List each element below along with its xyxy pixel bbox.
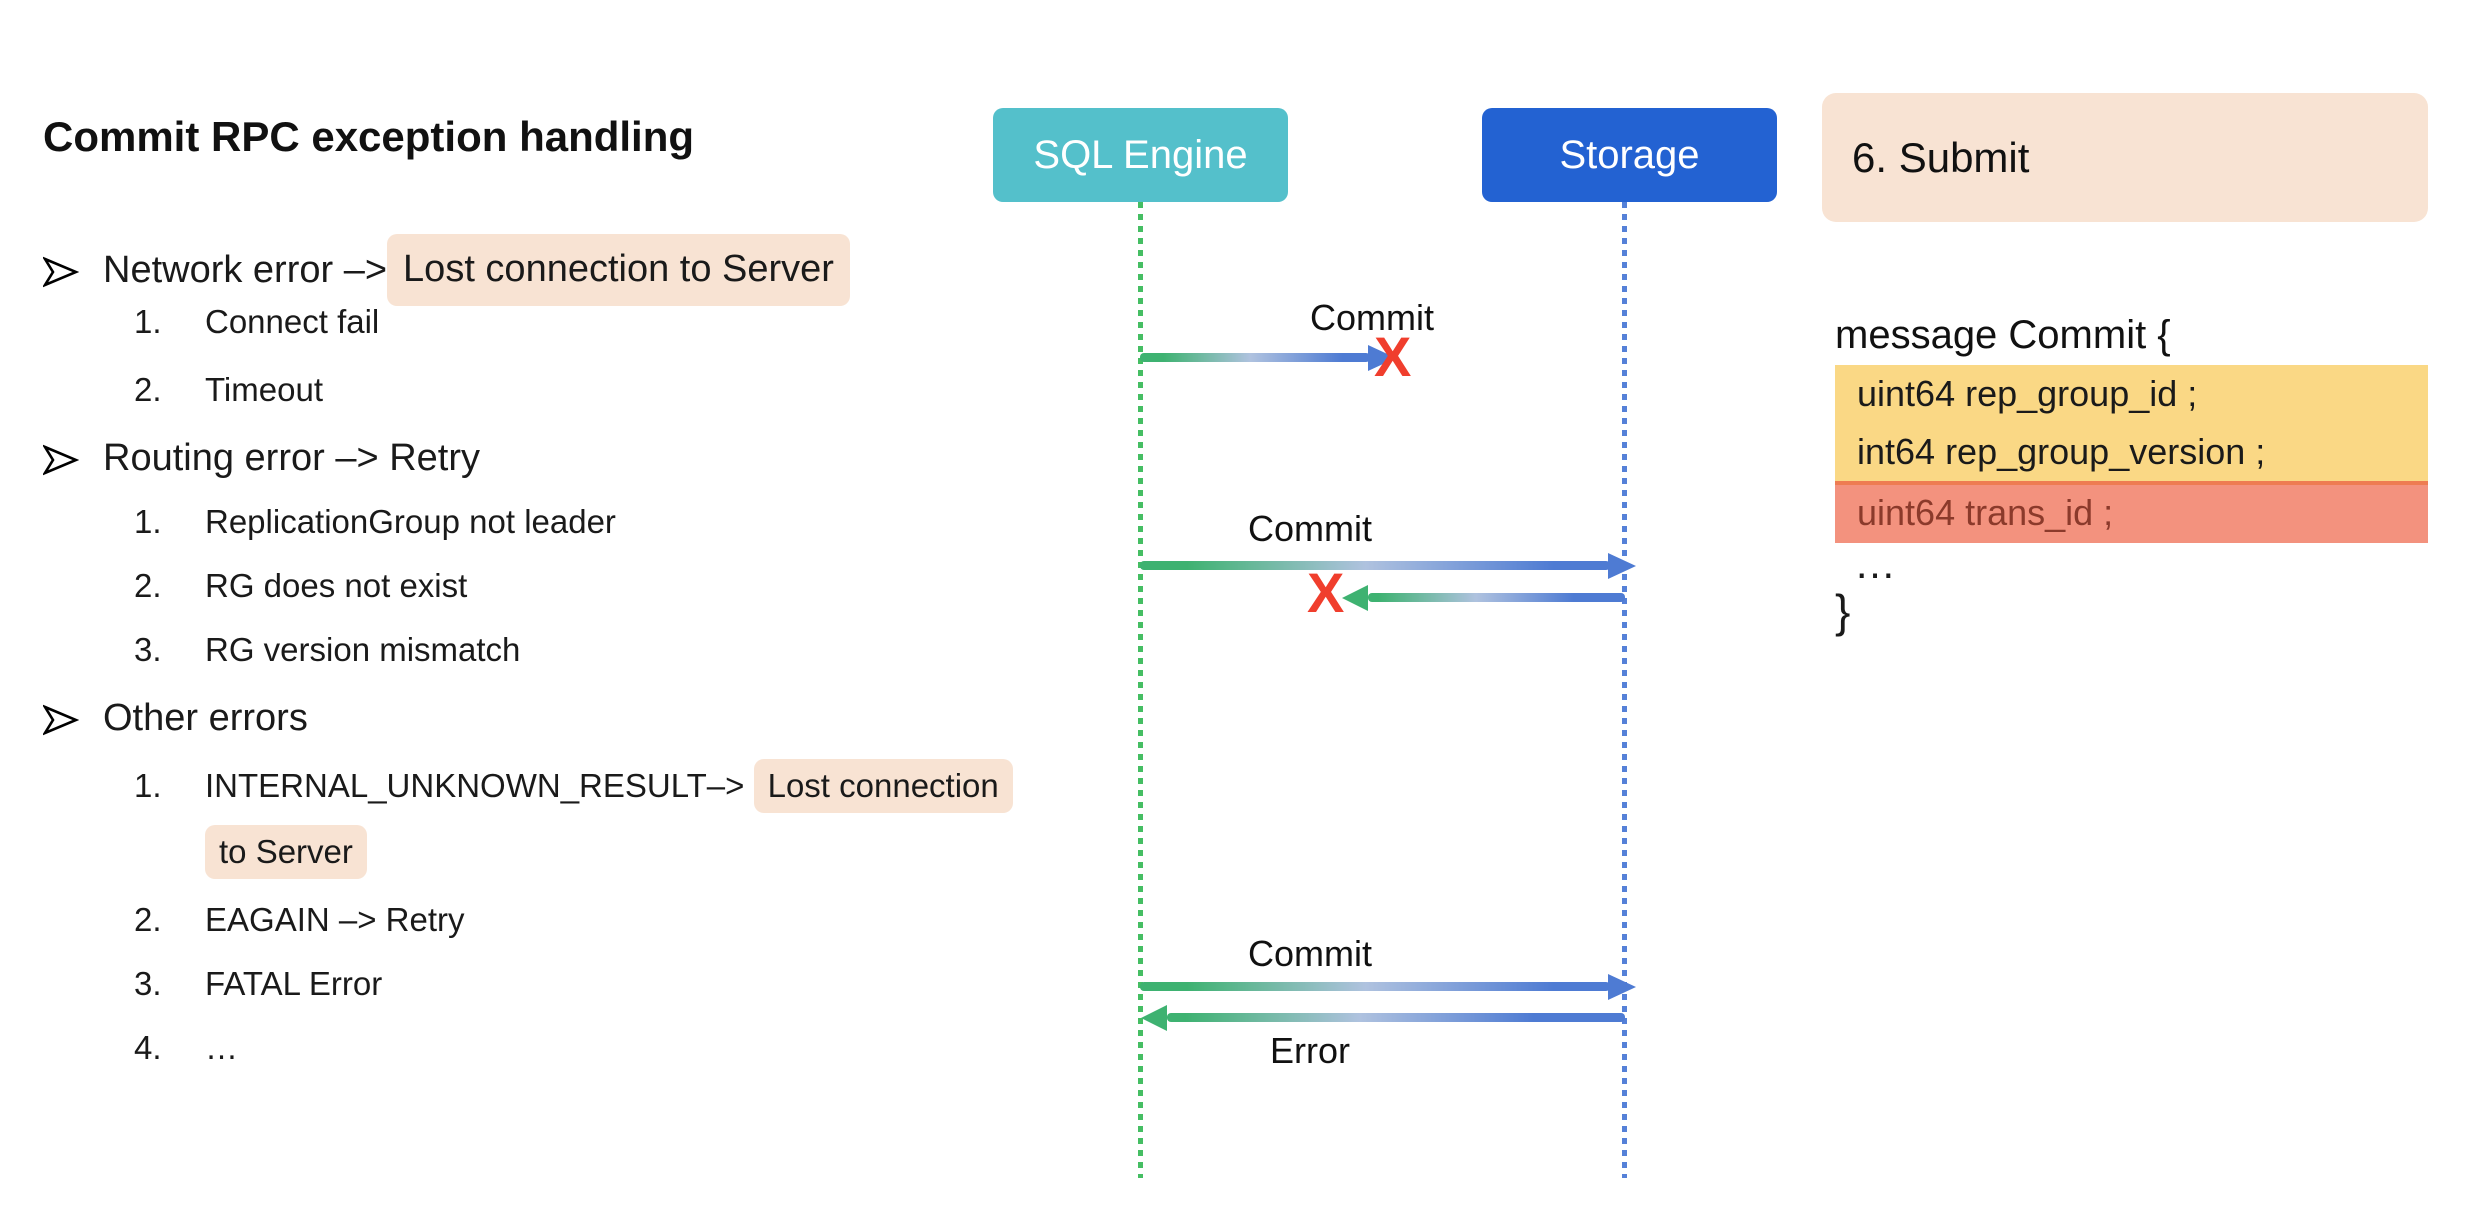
list-item: 2. RG does not exist (134, 564, 467, 608)
commit-arrow-1 (1140, 353, 1370, 362)
commit-arrow-3 (1140, 982, 1610, 991)
item-number: 2. (134, 567, 162, 604)
list-item: 1. Connect fail (134, 300, 379, 344)
list-item: 1. INTERNAL_UNKNOWN_RESULT–> Lost connect… (134, 759, 1013, 813)
arrowhead-right-icon (1368, 345, 1396, 371)
proto-field-rep-group-id: uint64 rep_group_id ; (1857, 373, 2198, 414)
bullet-routing-error: Routing error –> Retry (43, 430, 480, 486)
item-text: Connect fail (205, 303, 380, 340)
highlight-lost-connection: Lost connection (753, 759, 1013, 813)
item-text: EAGAIN –> Retry (205, 901, 465, 938)
failure-x-icon: X (1307, 561, 1345, 624)
item-number: 2. (134, 371, 162, 408)
item-text: RG version mismatch (205, 631, 521, 668)
step-badge-submit: 6. Submit (1822, 93, 2428, 222)
proto-ellipsis: … (1854, 540, 1896, 587)
lifeline-storage (1622, 202, 1627, 1178)
list-item: 4. … (134, 1026, 238, 1070)
proto-field-highlighted-red: uint64 trans_id ; (1835, 481, 2428, 543)
item-number: 3. (134, 631, 162, 668)
item-number: 1. (134, 503, 162, 540)
list-item: 3. RG version mismatch (134, 628, 520, 672)
arrowhead-left-icon (1342, 585, 1368, 611)
proto-header: message Commit { (1835, 313, 2171, 357)
highlight-to-server: to Server (205, 825, 367, 879)
bullet-text: Network error –> (103, 249, 388, 291)
item-number: 2. (134, 901, 162, 938)
bullet-arrow-icon (43, 444, 79, 476)
error-reply-arrow (1167, 1013, 1625, 1022)
item-number: 3. (134, 965, 162, 1002)
proto-close-brace: } (1835, 585, 1851, 637)
bullet-other-errors: Other errors (43, 690, 308, 746)
item-number: 1. (134, 303, 162, 340)
bullet-arrow-icon (43, 704, 79, 736)
bullet-arrow-icon (43, 256, 79, 288)
item-number: 1. (134, 767, 162, 804)
proto-fields-highlighted-yellow: uint64 rep_group_id ; int64 rep_group_ve… (1835, 365, 2428, 481)
agent-sql-engine: SQL Engine (993, 108, 1288, 202)
highlight-lost-connection: Lost connection to Server (387, 234, 850, 306)
lifeline-sql-engine (1138, 202, 1143, 1178)
list-item: 3. FATAL Error (134, 962, 382, 1006)
failure-x-icon: X (1374, 325, 1412, 388)
bullet-text: Other errors (103, 697, 308, 739)
message-label-commit-1: Commit (1310, 297, 1434, 338)
list-item-wrap: to Server (205, 825, 367, 879)
item-text: ReplicationGroup not leader (205, 503, 616, 540)
list-item: 1. ReplicationGroup not leader (134, 500, 616, 544)
bullet-network-error: Network error –> Lost connection to Serv… (43, 234, 850, 306)
proto-field-trans-id: uint64 trans_id ; (1857, 492, 2114, 533)
item-text: … (205, 1029, 238, 1066)
item-text: INTERNAL_UNKNOWN_RESULT–> (205, 767, 754, 804)
item-text: Timeout (205, 371, 323, 408)
agent-storage: Storage (1482, 108, 1777, 202)
arrowhead-right-icon (1608, 974, 1636, 1000)
bullet-text: Routing error –> Retry (103, 437, 480, 479)
commit-arrow-2 (1140, 561, 1610, 570)
arrowhead-right-icon (1608, 553, 1636, 579)
page-title: Commit RPC exception handling (43, 113, 695, 160)
list-item: 2. EAGAIN –> Retry (134, 898, 465, 942)
proto-field-rep-group-version: int64 rep_group_version ; (1857, 431, 2266, 472)
message-label-commit-2: Commit (1248, 508, 1372, 549)
item-text: FATAL Error (205, 965, 383, 1002)
message-label-error: Error (1270, 1030, 1350, 1071)
list-item: 2. Timeout (134, 368, 323, 412)
arrowhead-left-icon (1141, 1005, 1167, 1031)
message-label-commit-3: Commit (1248, 933, 1372, 974)
reply-arrow-2 (1368, 593, 1625, 602)
item-text: RG does not exist (205, 567, 468, 604)
item-number: 4. (134, 1029, 162, 1066)
